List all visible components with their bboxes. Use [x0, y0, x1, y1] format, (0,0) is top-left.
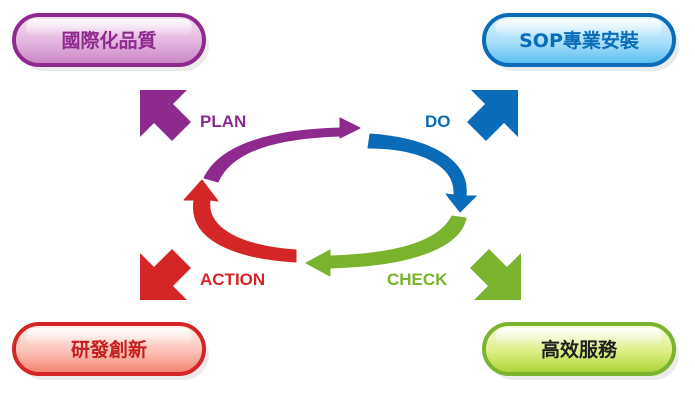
box-bottom-right-label: 高效服務 [541, 338, 618, 361]
do-arrow [367, 133, 477, 213]
arrow-to-top-right [467, 90, 518, 141]
plan-arrow [203, 117, 361, 183]
arrow-to-bottom-left [140, 249, 191, 300]
box-top-right: SOP專業安裝 [482, 13, 679, 71]
step-do-label: DO [425, 112, 451, 131]
box-top-left: 國際化品質 [12, 13, 209, 71]
arrow-to-top-left [140, 90, 191, 141]
box-top-left-label: 國際化品質 [61, 29, 156, 52]
step-action-label: ACTION [200, 270, 265, 289]
box-bottom-left: 研發創新 [12, 322, 209, 380]
step-check-label: CHECK [387, 270, 448, 289]
box-bottom-left-label: 研發創新 [71, 338, 147, 361]
action-arrow [183, 179, 297, 263]
arrow-to-bottom-right [470, 249, 521, 300]
box-bottom-right: 高效服務 [482, 322, 679, 380]
step-plan-label: PLAN [200, 112, 246, 131]
check-arrow [305, 215, 467, 277]
box-top-right-label: SOP專業安裝 [519, 29, 640, 52]
